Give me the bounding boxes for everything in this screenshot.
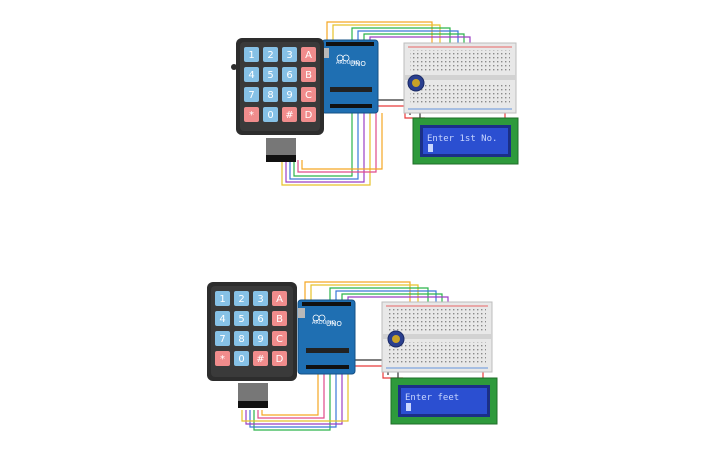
keypad-key-label: * <box>220 354 225 365</box>
keypad-key-label: 2 <box>267 50 273 61</box>
keypad-key <box>244 87 259 102</box>
keypad-key-label: 6 <box>286 70 292 81</box>
keypad-key-label: 0 <box>238 354 244 365</box>
keypad-key <box>301 67 316 82</box>
keypad-key-label: B <box>305 70 312 81</box>
arduino-brand: ARDUINO <box>336 60 360 66</box>
keypad-key-label: 9 <box>257 334 263 345</box>
keypad-key-label: 3 <box>257 294 263 305</box>
keypad-key <box>215 291 230 306</box>
keypad-key-label: 0 <box>267 110 273 121</box>
keypad-key-label: A <box>305 50 312 61</box>
keypad-key-label: C <box>276 334 283 345</box>
lcd-text: Enter feet <box>405 393 459 403</box>
keypad-key-label: B <box>276 314 283 325</box>
keypad-key <box>272 331 287 346</box>
keypad-key <box>244 47 259 62</box>
keypad-key <box>263 67 278 82</box>
potentiometer-2 <box>387 330 405 348</box>
keypad-key <box>244 67 259 82</box>
keypad-key-label: * <box>249 110 254 121</box>
keypad-key <box>282 107 297 122</box>
keypad-key <box>272 291 287 306</box>
keypad-key <box>234 311 249 326</box>
lcd-16x2-1: Enter 1st No. <box>412 117 519 165</box>
keypad-key <box>253 311 268 326</box>
keypad-key-label: D <box>305 110 313 121</box>
keypad-key <box>253 351 268 366</box>
keypad-key-label: 2 <box>238 294 244 305</box>
arduino-model: UNO <box>326 320 342 328</box>
keypad-key <box>253 331 268 346</box>
keypad-key-label: 1 <box>219 294 225 305</box>
keypad-key-label: 5 <box>267 70 273 81</box>
keypad-key-label: 9 <box>286 90 292 101</box>
keypad-key <box>234 291 249 306</box>
keypad-key <box>253 291 268 306</box>
keypad-key-label: 5 <box>238 314 244 325</box>
keypad-key-label: 7 <box>219 334 225 345</box>
keypad-key <box>272 351 287 366</box>
lcd-16x2-2: Enter feet <box>390 377 498 425</box>
keypad-key <box>263 107 278 122</box>
keypad-4x4-2: 1 2 3 A 4 5 6 B 7 8 9 C * 0 # D <box>207 282 297 408</box>
keypad-key <box>234 331 249 346</box>
keypad-key <box>215 331 230 346</box>
keypad-key-label: C <box>305 90 312 101</box>
keypad-key-label: 7 <box>248 90 254 101</box>
keypad-key-label: A <box>276 294 283 305</box>
keypad-key-label: # <box>256 354 264 365</box>
keypad-key <box>215 351 230 366</box>
breadboard-2 <box>381 301 493 373</box>
keypad-key-label: 1 <box>248 50 254 61</box>
keypad-key-label: 8 <box>238 334 244 345</box>
arduino-model: UNO <box>350 60 366 68</box>
keypad-key-label: 8 <box>267 90 273 101</box>
keypad-key <box>301 87 316 102</box>
keypad-key <box>244 107 259 122</box>
keypad-key-label: 3 <box>286 50 292 61</box>
arduino-uno-1: ARDUINO UNO <box>321 39 379 114</box>
keypad-key-label: 4 <box>219 314 225 325</box>
keypad-key-label: 6 <box>257 314 263 325</box>
keypad-key <box>282 47 297 62</box>
keypad-key <box>282 87 297 102</box>
circuit-2: ARDUINO UNO 1 2 3 A 4 5 6 B 7 8 9 C * 0 # D Enter feet <box>207 281 498 431</box>
keypad-key-label: D <box>276 354 284 365</box>
arduino-uno-2: ARDUINO UNO <box>297 299 356 375</box>
keypad-key <box>301 107 316 122</box>
keypad-key-label: 4 <box>248 70 254 81</box>
keypad-key <box>263 47 278 62</box>
keypad-key <box>215 311 230 326</box>
circuit-1: ARDUINO UNO 1 2 3 A 4 5 6 B 7 8 9 C * 0 # D Enter 1st N… <box>231 21 519 186</box>
potentiometer-1 <box>407 74 425 92</box>
keypad-key <box>234 351 249 366</box>
keypad-key-label: # <box>285 110 293 121</box>
keypad-key <box>282 67 297 82</box>
arduino-brand: ARDUINO <box>312 320 336 326</box>
keypad-key <box>301 47 316 62</box>
keypad-key <box>272 311 287 326</box>
keypad-4x4-1: 1 2 3 A 4 5 6 B 7 8 9 C * 0 # D <box>231 38 324 162</box>
keypad-key <box>263 87 278 102</box>
lcd-text: Enter 1st No. <box>427 134 497 144</box>
